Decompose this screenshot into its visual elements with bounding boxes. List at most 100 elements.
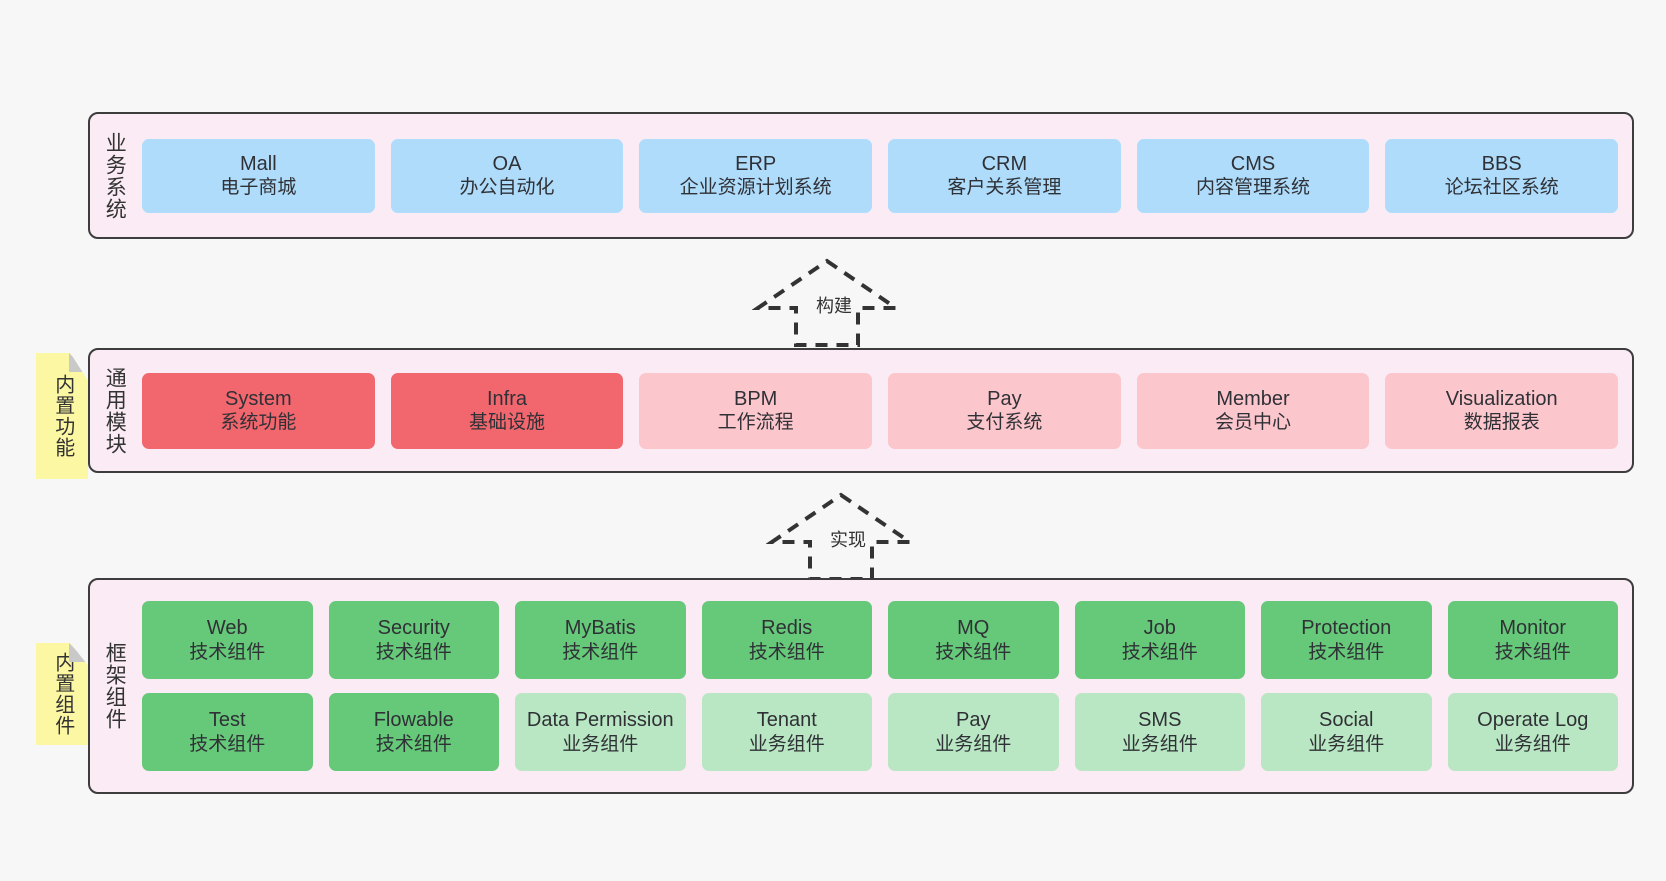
layer-business-systems: 业务系统 Mall 电子商城 OA 办公自动化 ERP 企业资源计划系统 CRM… (88, 112, 1634, 239)
card-subtitle: 电子商城 (220, 177, 297, 199)
card-erp[interactable]: ERP 企业资源计划系统 (639, 138, 873, 213)
card-member[interactable]: Member 会员中心 (1136, 372, 1370, 449)
card-data-permission[interactable]: Data Permission 业务组件 (515, 693, 686, 771)
sticky-note-label: 内置功能 (51, 374, 74, 458)
card-operate-log[interactable]: Operate Log 业务组件 (1447, 693, 1618, 771)
card-cms[interactable]: CMS 内容管理系统 (1136, 138, 1370, 213)
connector-implement-label: 实现 (830, 530, 866, 550)
card-subtitle: 技术组件 (189, 733, 266, 755)
card-sms[interactable]: SMS 业务组件 (1074, 693, 1245, 771)
sticky-note-builtin-function: 内置功能 (36, 353, 88, 479)
layer-title-common: 通用模块 (103, 366, 127, 455)
card-title: Data Permission (526, 709, 674, 732)
card-subtitle: 业务组件 (935, 733, 1012, 755)
card-bbs[interactable]: BBS 论坛社区系统 (1385, 138, 1619, 213)
card-subtitle: 技术组件 (189, 641, 266, 663)
connector-build: 构建 (752, 255, 902, 350)
card-subtitle: 数据报表 (1463, 412, 1540, 434)
card-social[interactable]: Social 业务组件 (1261, 693, 1432, 771)
card-subtitle: 技术组件 (562, 641, 639, 663)
layer-title-framework: 框架组件 (103, 642, 127, 730)
card-pay[interactable]: Pay 支付系统 (888, 372, 1121, 449)
layer-body-framework: Web 技术组件 Security 技术组件 MyBatis 技术组件 Redi… (138, 580, 1632, 792)
card-subtitle: 业务组件 (1308, 733, 1385, 755)
card-subtitle: 客户关系管理 (947, 177, 1062, 199)
card-title: System (224, 387, 292, 410)
card-title: ERP (735, 152, 777, 175)
card-subtitle: 技术组件 (1494, 641, 1571, 663)
card-title: SMS (1138, 709, 1182, 732)
card-crm[interactable]: CRM 客户关系管理 (888, 138, 1121, 213)
card-flowable[interactable]: Flowable 技术组件 (328, 693, 499, 771)
sticky-note-label: 内置组件 (51, 652, 74, 736)
card-title: MQ (957, 617, 990, 640)
card-subtitle: 技术组件 (1121, 641, 1198, 663)
card-tenant[interactable]: Tenant 业务组件 (701, 693, 872, 771)
sticky-note-builtin-component: 内置组件 (36, 643, 88, 745)
card-title: Tenant (756, 709, 817, 732)
card-subtitle: 技术组件 (935, 641, 1012, 663)
card-subtitle: 会员中心 (1215, 412, 1292, 434)
card-job[interactable]: Job 技术组件 (1074, 601, 1245, 679)
card-title: Redis (761, 617, 813, 640)
card-title: Web (206, 617, 248, 640)
card-visualization[interactable]: Visualization 数据报表 (1385, 372, 1619, 449)
card-subtitle: 业务组件 (1494, 733, 1571, 755)
page-fold-icon (69, 353, 88, 372)
layer-framework-components: 框架组件 Web 技术组件 Security 技术组件 MyBatis 技术组件… (88, 578, 1634, 794)
card-title: Mall (240, 152, 277, 175)
connector-build-label: 构建 (816, 296, 852, 316)
card-web[interactable]: Web 技术组件 (142, 601, 313, 679)
business-card-row: Mall 电子商城 OA 办公自动化 ERP 企业资源计划系统 CRM 客户关系… (142, 138, 1619, 213)
card-mybatis[interactable]: MyBatis 技术组件 (515, 601, 686, 679)
card-title: Pay (987, 387, 1022, 410)
card-title: MyBatis (564, 617, 636, 640)
card-monitor[interactable]: Monitor 技术组件 (1447, 601, 1618, 679)
card-subtitle: 业务组件 (562, 733, 639, 755)
card-mall[interactable]: Mall 电子商城 (142, 138, 375, 213)
card-subtitle: 技术组件 (1308, 641, 1385, 663)
card-title: CMS (1230, 152, 1276, 175)
card-security[interactable]: Security 技术组件 (328, 601, 499, 679)
card-pay-business[interactable]: Pay 业务组件 (888, 693, 1059, 771)
card-title: Pay (956, 709, 991, 732)
card-protection[interactable]: Protection 技术组件 (1261, 601, 1432, 679)
card-subtitle: 系统功能 (220, 412, 297, 434)
card-infra[interactable]: Infra 基础设施 (390, 372, 624, 449)
card-subtitle: 办公自动化 (459, 177, 555, 199)
card-title: BPM (734, 387, 778, 410)
card-subtitle: 技术组件 (375, 733, 452, 755)
card-title: Social (1319, 709, 1374, 732)
card-subtitle: 技术组件 (375, 641, 452, 663)
card-title: Infra (486, 387, 528, 410)
card-subtitle: 工作流程 (717, 412, 794, 434)
framework-tech-row: Web 技术组件 Security 技术组件 MyBatis 技术组件 Redi… (142, 601, 1618, 679)
card-oa[interactable]: OA 办公自动化 (390, 138, 624, 213)
connector-implement: 实现 (766, 489, 916, 584)
card-bpm[interactable]: BPM 工作流程 (639, 372, 873, 449)
card-title: Protection (1301, 617, 1392, 640)
card-title: Security (377, 617, 450, 640)
card-subtitle: 支付系统 (966, 412, 1043, 434)
card-title: BBS (1481, 152, 1522, 175)
layer-title-business: 业务系统 (103, 131, 127, 220)
card-title: Test (208, 709, 246, 732)
card-title: CRM (981, 152, 1028, 175)
card-redis[interactable]: Redis 技术组件 (701, 601, 872, 679)
card-mq[interactable]: MQ 技术组件 (888, 601, 1059, 679)
card-system[interactable]: System 系统功能 (142, 372, 375, 449)
card-subtitle: 业务组件 (1121, 733, 1198, 755)
card-subtitle: 基础设施 (469, 412, 546, 434)
card-title: OA (492, 152, 522, 175)
layer-common-modules: 通用模块 System 系统功能 Infra 基础设施 BPM 工作流程 Pay… (88, 348, 1634, 473)
card-title: Job (1143, 617, 1176, 640)
card-title: Monitor (1499, 617, 1567, 640)
card-subtitle: 内容管理系统 (1196, 177, 1311, 199)
card-title: Member (1216, 387, 1290, 410)
card-test[interactable]: Test 技术组件 (142, 693, 313, 771)
layer-body-business: Mall 电子商城 OA 办公自动化 ERP 企业资源计划系统 CRM 客户关系… (138, 114, 1632, 237)
card-subtitle: 技术组件 (748, 641, 825, 663)
card-subtitle: 业务组件 (748, 733, 825, 755)
common-card-row: System 系统功能 Infra 基础设施 BPM 工作流程 Pay 支付系统… (142, 372, 1619, 449)
